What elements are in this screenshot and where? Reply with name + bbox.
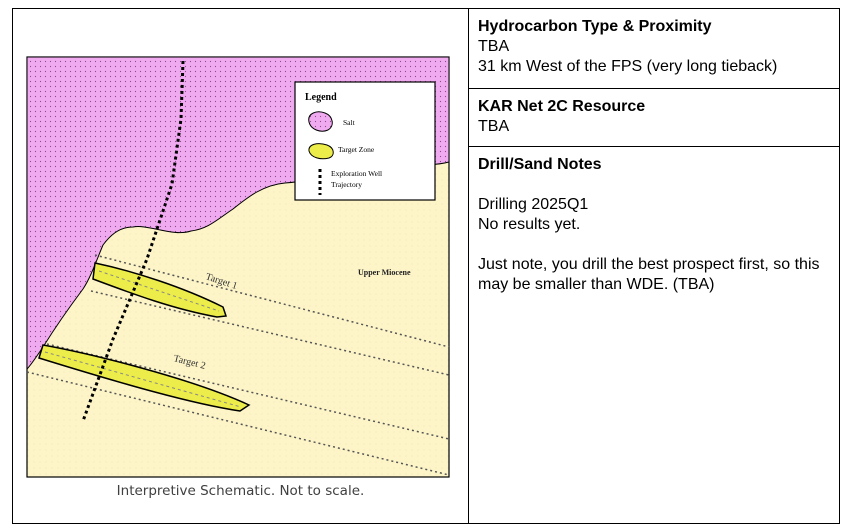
legend-well-label-2: Trajectory: [331, 180, 362, 189]
hydrocarbon-type: TBA: [478, 37, 830, 57]
notes-results: No results yet.: [478, 215, 830, 235]
notes-column: Hydrocarbon Type & Proximity TBA 31 km W…: [469, 9, 839, 523]
legend-well-label-1: Exploration Well: [331, 169, 382, 178]
hydrocarbon-panel: Hydrocarbon Type & Proximity TBA 31 km W…: [469, 9, 839, 88]
notes-title: Drill/Sand Notes: [478, 155, 830, 175]
label-upper-miocene: Upper Miocene: [358, 268, 411, 277]
resource-value: TBA: [478, 117, 830, 137]
legend: Legend Salt Target Zone Exploration Well…: [295, 82, 435, 200]
interpretive-schematic: Target 1 Target 2 Upper Miocene Legend S…: [13, 9, 468, 523]
schematic-caption: Interpretive Schematic. Not to scale.: [13, 483, 468, 499]
hydrocarbon-proximity: 31 km West of the FPS (very long tieback…: [478, 57, 830, 77]
legend-salt-label: Salt: [343, 118, 356, 127]
legend-title: Legend: [305, 92, 337, 103]
hydrocarbon-title: Hydrocarbon Type & Proximity: [478, 17, 830, 37]
notes-comment: Just note, you drill the best prospect f…: [478, 255, 830, 295]
legend-target-zone-label: Target Zone: [338, 145, 375, 154]
resource-title: KAR Net 2C Resource: [478, 97, 830, 117]
notes-drilling: Drilling 2025Q1: [478, 195, 830, 215]
info-table: Target 1 Target 2 Upper Miocene Legend S…: [12, 8, 840, 524]
resource-panel: KAR Net 2C Resource TBA: [469, 88, 839, 146]
schematic-cell: Target 1 Target 2 Upper Miocene Legend S…: [13, 9, 469, 523]
target-zone-swatch-icon: [309, 144, 333, 159]
notes-panel: Drill/Sand Notes Drilling 2025Q1 No resu…: [469, 146, 839, 523]
